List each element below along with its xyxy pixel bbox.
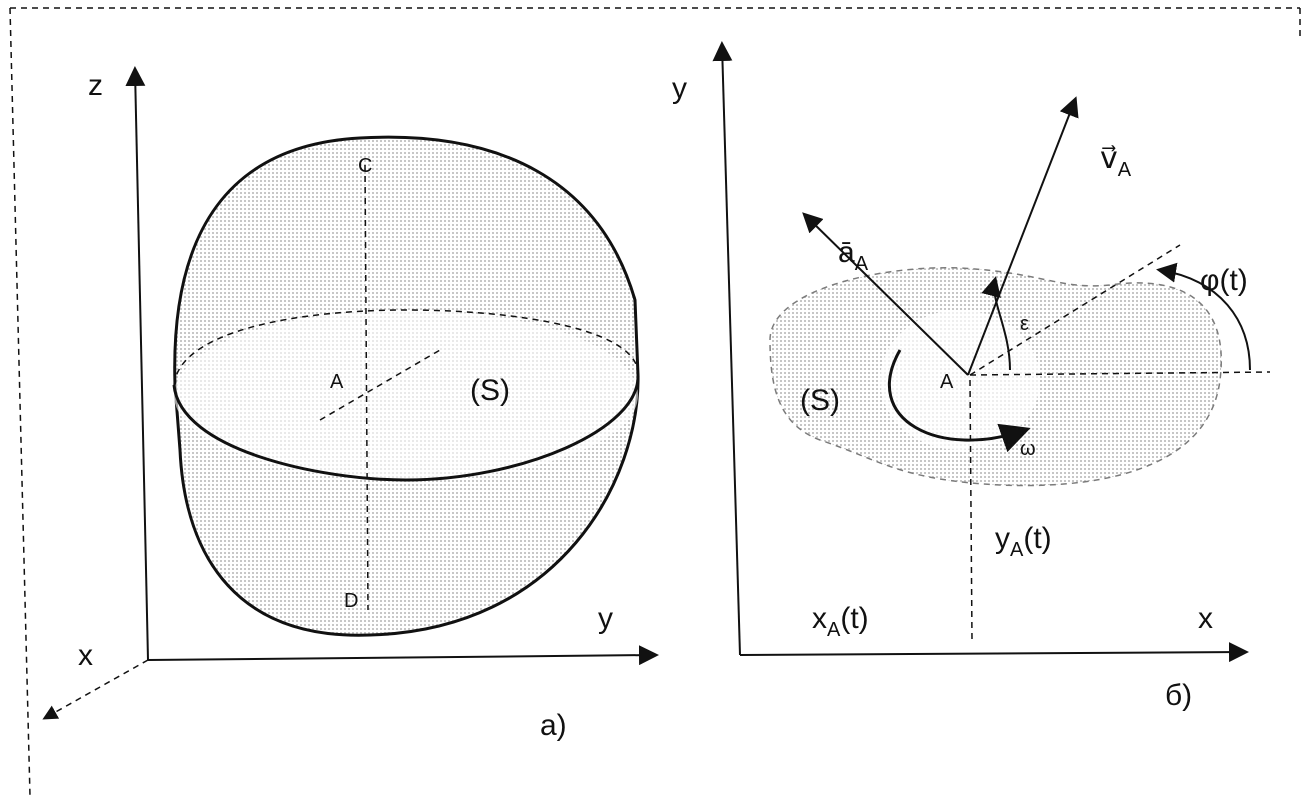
velocity-vector	[967, 96, 1079, 376]
label-x-b: x	[1198, 602, 1213, 635]
figure-a: z C A (S) D y x a)	[42, 66, 659, 742]
y-axis	[147, 645, 659, 666]
label-x: x	[78, 639, 93, 672]
figure-frame	[9, 7, 1301, 796]
label-y: y	[598, 602, 613, 635]
cd-line	[364, 164, 369, 611]
label-omega: ω	[1020, 438, 1036, 460]
section-ellipse-front	[172, 374, 640, 482]
label-velocity: v⃗A	[1100, 142, 1132, 181]
epsilon-arc	[981, 276, 1011, 371]
label-phi: φ(t)	[1200, 264, 1248, 297]
label-a-b: A	[940, 371, 954, 393]
label-z: z	[88, 69, 103, 102]
label-epsilon: ε	[1020, 313, 1029, 335]
label-accel: āA	[838, 236, 869, 275]
x-axis-b	[739, 642, 1249, 663]
label-surface: (S)	[470, 374, 510, 407]
caption-a: a)	[540, 709, 567, 742]
z-axis	[125, 66, 149, 661]
y-axis-b	[712, 41, 741, 656]
label-a: A	[330, 371, 344, 393]
section-ellipse-back	[173, 309, 639, 386]
omega-arc	[887, 349, 1031, 453]
label-c: C	[358, 155, 372, 177]
label-d: D	[344, 590, 358, 612]
label-ya: yA(t)	[995, 522, 1052, 561]
label-y-b: y	[672, 72, 687, 105]
figure-b: y āA v⃗A ε φ(t) A (S) ω yA(t) xA(t) x б)	[672, 41, 1271, 712]
phi-arc	[1156, 262, 1251, 371]
x-axis	[42, 659, 149, 720]
label-surface-b: (S)	[800, 384, 840, 417]
acceleration-vector	[802, 212, 969, 376]
caption-b: б)	[1165, 679, 1192, 712]
label-xa: xA(t)	[812, 602, 869, 641]
